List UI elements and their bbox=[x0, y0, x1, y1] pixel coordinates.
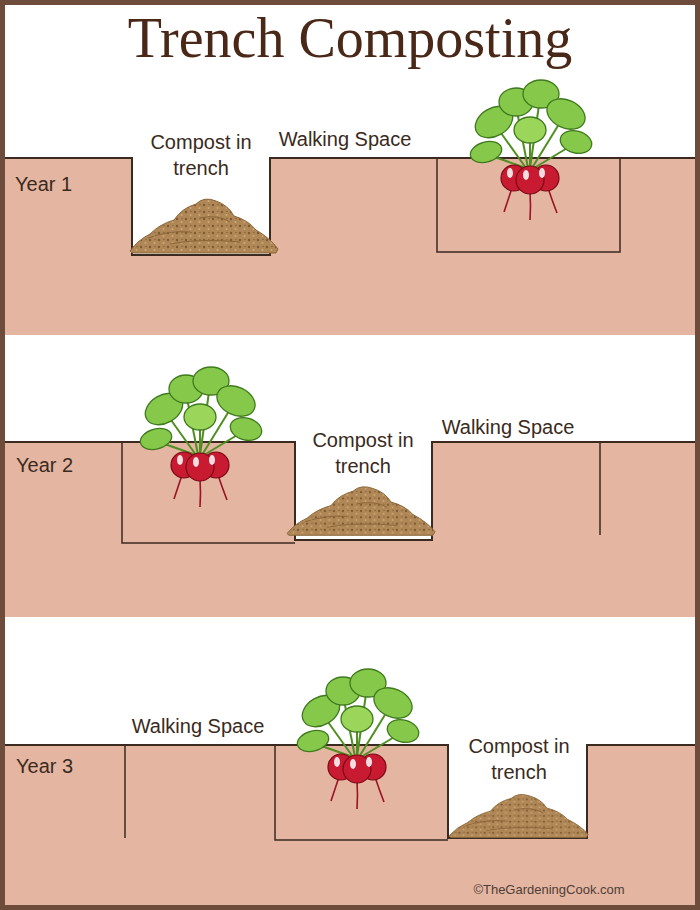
watermark: ©TheGardeningCook.com bbox=[473, 882, 624, 899]
walkway-label: Walking Space bbox=[132, 713, 265, 739]
diagram-title: Trench Composting bbox=[128, 6, 572, 70]
year-label: Year 2 bbox=[16, 454, 73, 477]
soil-band: Year 3 bbox=[5, 745, 695, 905]
year-label: Year 3 bbox=[16, 755, 73, 778]
soil-band: Year 1 bbox=[5, 158, 695, 335]
trench-label: Compost in trench bbox=[142, 129, 260, 181]
walkway-label: Walking Space bbox=[279, 126, 412, 152]
year-label: Year 1 bbox=[15, 173, 72, 196]
walkway-label: Walking Space bbox=[442, 414, 575, 440]
trench-label: Compost in trench bbox=[304, 427, 422, 479]
trench-label: Compost in trench bbox=[460, 733, 578, 785]
